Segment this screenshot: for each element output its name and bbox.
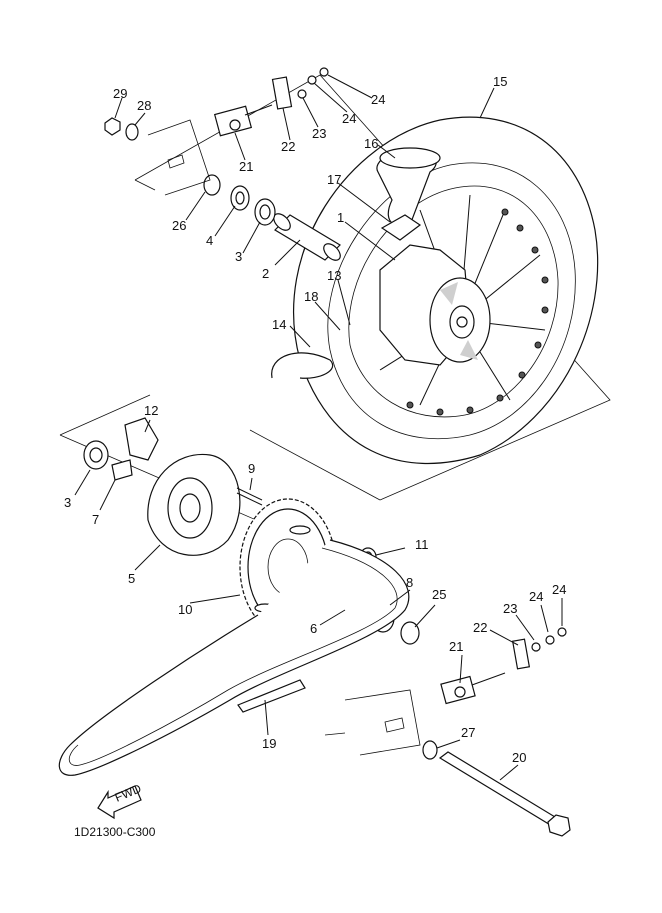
callout-14: 14 — [272, 317, 286, 332]
rim-band — [376, 147, 441, 228]
callout-7: 7 — [92, 512, 99, 527]
callout-20: 20 — [512, 750, 526, 765]
callout-24: 24 — [552, 582, 566, 597]
rear-axle — [422, 740, 571, 837]
swingarm-end-lower — [324, 689, 421, 756]
callout-21: 21 — [449, 639, 463, 654]
callout-19: 19 — [262, 736, 276, 751]
callout-24: 24 — [529, 589, 543, 604]
callout-4: 4 — [206, 233, 213, 248]
rim-nipples — [406, 208, 549, 416]
callout-3: 3 — [64, 495, 71, 510]
callout-9: 9 — [248, 461, 255, 476]
callout-28: 28 — [137, 98, 151, 113]
callout-17: 17 — [327, 172, 341, 187]
upper-chain-adjuster — [213, 67, 329, 137]
lower-left-parts — [83, 417, 159, 481]
callout-24: 24 — [371, 92, 385, 107]
callout-12: 12 — [144, 403, 158, 418]
callout-2: 2 — [262, 266, 269, 281]
callout-13: 13 — [327, 268, 341, 283]
callout-27: 27 — [461, 725, 475, 740]
callout-16: 16 — [364, 136, 378, 151]
hub — [379, 244, 491, 366]
fwd-arrow-icon: FWD — [97, 781, 144, 820]
callout-22: 22 — [281, 139, 295, 154]
diagram-code: 1D21300-C300 — [74, 825, 156, 839]
callout-29: 29 — [113, 86, 127, 101]
callout-1: 1 — [337, 210, 344, 225]
spacer — [273, 213, 341, 261]
drive-chain — [58, 539, 410, 776]
callout-3: 3 — [235, 249, 242, 264]
callout-23: 23 — [312, 126, 326, 141]
callout-15: 15 — [493, 74, 507, 89]
callout-21: 21 — [239, 159, 253, 174]
callout-18: 18 — [304, 289, 318, 304]
upper-axle-nut — [104, 117, 139, 141]
callout-8: 8 — [406, 575, 413, 590]
callout-24: 24 — [342, 111, 356, 126]
callout-11: 11 — [415, 537, 429, 552]
clutch-hub — [147, 453, 241, 556]
callout-25: 25 — [432, 587, 446, 602]
stud-bolt — [236, 487, 263, 506]
callout-10: 10 — [178, 602, 192, 617]
callout-26: 26 — [172, 218, 186, 233]
valve — [380, 214, 422, 241]
leader-lines — [74, 74, 563, 781]
upper-bearings — [203, 174, 276, 226]
swingarm-end-upper — [147, 119, 211, 196]
callout-6: 6 — [310, 621, 317, 636]
callout-23: 23 — [503, 601, 517, 616]
lower-chain-adjuster — [440, 627, 567, 705]
callout-labels: 1 2 3 3 4 5 6 7 8 9 10 11 12 13 14 15 16… — [64, 74, 566, 765]
callout-5: 5 — [128, 571, 135, 586]
callout-22: 22 — [473, 620, 487, 635]
